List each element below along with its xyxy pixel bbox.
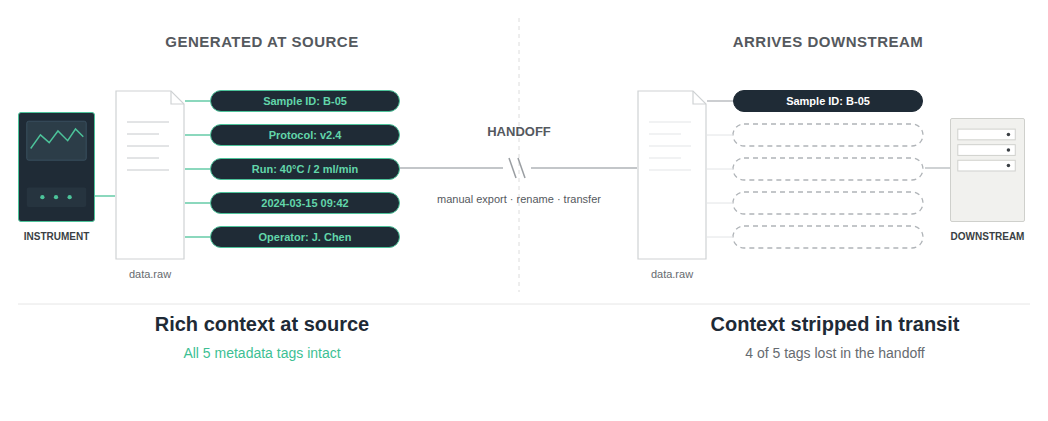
node-text: Run: 40°C / 2 ml/min	[252, 163, 358, 175]
feed-line	[925, 167, 950, 168]
text-label: Context stripped in transit	[625, 313, 1045, 336]
server-node: DOWNSTREAM	[950, 118, 1025, 222]
metadata-tag: Protocol: v2.4	[210, 124, 400, 146]
metadata-tag: Run: 40°C / 2 ml/min	[210, 158, 400, 180]
text-label: GENERATED AT SOURCE	[62, 33, 462, 50]
node-text: data.raw	[85, 268, 215, 280]
metadata-tag: 2024-03-15 09:42	[210, 192, 400, 214]
node-text: Sample ID: B-05	[786, 95, 870, 107]
metadata-tag: Operator: J. Chen	[210, 226, 400, 248]
connector	[185, 135, 210, 136]
connector	[185, 169, 210, 170]
lost-tags	[733, 124, 923, 248]
node-text: INSTRUMENT	[0, 231, 124, 242]
node-text: 2024-03-15 09:42	[261, 197, 348, 209]
separator	[18, 304, 1030, 305]
connector	[707, 101, 733, 102]
metadata-tag: Sample ID: B-05	[210, 90, 400, 112]
connector	[400, 168, 637, 169]
break-slash	[509, 158, 516, 178]
node-text: Operator: J. Chen	[259, 231, 352, 243]
lost-leaders	[707, 135, 733, 237]
connector	[185, 203, 210, 204]
node-text: DOWNSTREAM	[921, 231, 1048, 242]
doc-node: data.raw	[637, 90, 707, 260]
text-label: All 5 metadata tags intact	[32, 345, 492, 361]
document-shape	[637, 90, 707, 260]
divider	[519, 18, 520, 292]
document-shape	[115, 90, 185, 260]
break-slash	[518, 158, 525, 178]
text-label: HANDOFF	[419, 124, 619, 139]
instrument-art	[19, 113, 94, 221]
connector	[95, 196, 115, 197]
node-text: data.raw	[607, 268, 737, 280]
metadata-tag: Sample ID: B-05	[733, 90, 923, 112]
connector	[185, 237, 210, 238]
instrument-node: INSTRUMENT	[18, 112, 95, 222]
text-label: ARRIVES DOWNSTREAM	[628, 33, 1028, 50]
text-label: Rich context at source	[32, 313, 492, 336]
text-label: manual export · rename · transfer	[399, 193, 639, 205]
node-text: Sample ID: B-05	[263, 95, 347, 107]
node-text: Protocol: v2.4	[269, 129, 342, 141]
server-art	[951, 119, 1024, 221]
doc-node: data.raw	[115, 90, 185, 260]
text-label: 4 of 5 tags lost in the handoff	[625, 345, 1045, 361]
connector	[185, 101, 210, 102]
